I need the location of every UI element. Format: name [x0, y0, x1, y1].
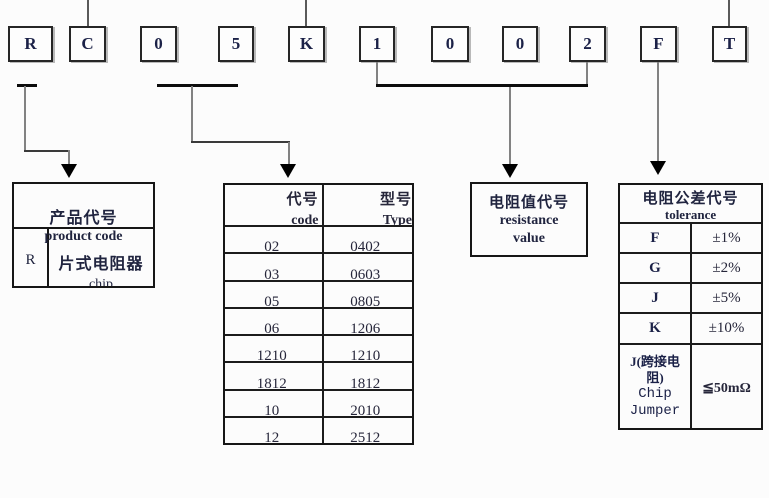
table-row-chip-jumper: J(跨接电 阻) Chip Jumper ≦50mΩ: [620, 343, 761, 428]
bracket-left-leg: [376, 62, 378, 85]
table-row: 10 2010: [225, 388, 412, 419]
product-table-header-rule: [14, 227, 153, 229]
code-box-2: 2: [569, 26, 606, 62]
code-box-k: K: [288, 26, 325, 62]
resistance-label-en1: resistance: [499, 213, 559, 228]
size-table-column-rule: [322, 185, 324, 443]
tolerance-table: 电阻公差代号 tolerance F ±1% G ±2% J ±5% K ±10…: [618, 183, 763, 430]
table-row: F ±1%: [620, 222, 761, 252]
tolerance-table-header: 电阻公差代号 tolerance: [620, 185, 761, 222]
table-row: 1812 1812: [225, 361, 412, 392]
jumper-code-cell: J(跨接电 阻) Chip Jumper: [629, 353, 681, 419]
code-box-f: F: [640, 26, 677, 62]
bracket-right-leg: [586, 62, 588, 85]
product-table-name-cn: 片式电阻器: [58, 256, 144, 273]
upline-from-box-c: [87, 0, 89, 26]
product-table-title-en: product code: [44, 229, 123, 244]
size-table-header-type: 型号 Type: [379, 192, 412, 228]
upline-from-box-t: [728, 0, 730, 26]
size-table-rows: 02 0402 03 0603 05 0805 06 1206 1210 121…: [225, 225, 412, 443]
code-box-1: 1: [359, 26, 395, 62]
jumper-value-cell: ≦50mΩ: [690, 345, 761, 428]
size-connector-bar: [157, 84, 238, 87]
product-table-code-cell: R: [25, 252, 36, 268]
f-connector-leg: [657, 62, 659, 162]
product-table-down-arrow-icon: [61, 164, 77, 178]
resistance-label-en2: value: [513, 231, 545, 246]
resistance-box-down-arrow-icon: [502, 164, 518, 178]
product-code-table: 产品代号 product code R 片式电阻器 chip: [12, 182, 155, 288]
product-table-column-rule: [47, 227, 49, 286]
size-connector-leg: [191, 86, 193, 143]
size-table-header-code: 代号 code: [286, 192, 319, 228]
code-box-0b: 0: [431, 26, 469, 62]
code-box-0a: 0: [140, 26, 177, 62]
r-connector-leg: [24, 86, 26, 152]
table-row: G ±2%: [620, 252, 761, 282]
size-table-header-row: 代号 code 型号 Type: [225, 185, 412, 228]
bracket-drop: [509, 87, 511, 164]
tolerance-title-en: tolerance: [664, 207, 717, 222]
table-row: 06 1206: [225, 306, 412, 337]
table-row: 05 0805: [225, 279, 412, 310]
size-code-table: 代号 code 型号 Type 02 0402 03 0603 05 0805: [223, 183, 414, 445]
size-connector-drop: [288, 142, 290, 165]
code-box-0c: 0: [502, 26, 538, 62]
code-box-c: C: [69, 26, 106, 62]
table-row: 02 0402: [225, 225, 412, 255]
size-table-down-arrow-icon: [280, 164, 296, 178]
table-row: J ±5%: [620, 282, 761, 312]
table-row: 12 2512: [225, 415, 412, 443]
code-box-r: R: [8, 26, 53, 62]
code-box-t: T: [712, 26, 747, 62]
code-box-5: 5: [218, 26, 254, 62]
r-connector-drop: [68, 150, 70, 165]
product-table-title-cn: 产品代号: [49, 210, 118, 227]
resistance-value-box: 电阻值代号 resistance value: [470, 182, 588, 257]
table-row: 03 0603: [225, 252, 412, 283]
resistance-label-cn: 电阻值代号: [488, 195, 569, 211]
tolerance-table-down-arrow-icon: [650, 161, 666, 175]
table-row: K ±10%: [620, 312, 761, 343]
product-table-name-en: chip: [88, 277, 114, 288]
upline-from-box-k: [305, 0, 307, 26]
tolerance-title-cn: 电阻公差代号: [642, 191, 739, 207]
bracket-bar: [376, 84, 588, 87]
size-connector-elbow: [191, 141, 290, 143]
r-connector-elbow: [24, 150, 70, 152]
r-connector-bar: [17, 84, 37, 87]
table-row: 1210 1210: [225, 334, 412, 364]
